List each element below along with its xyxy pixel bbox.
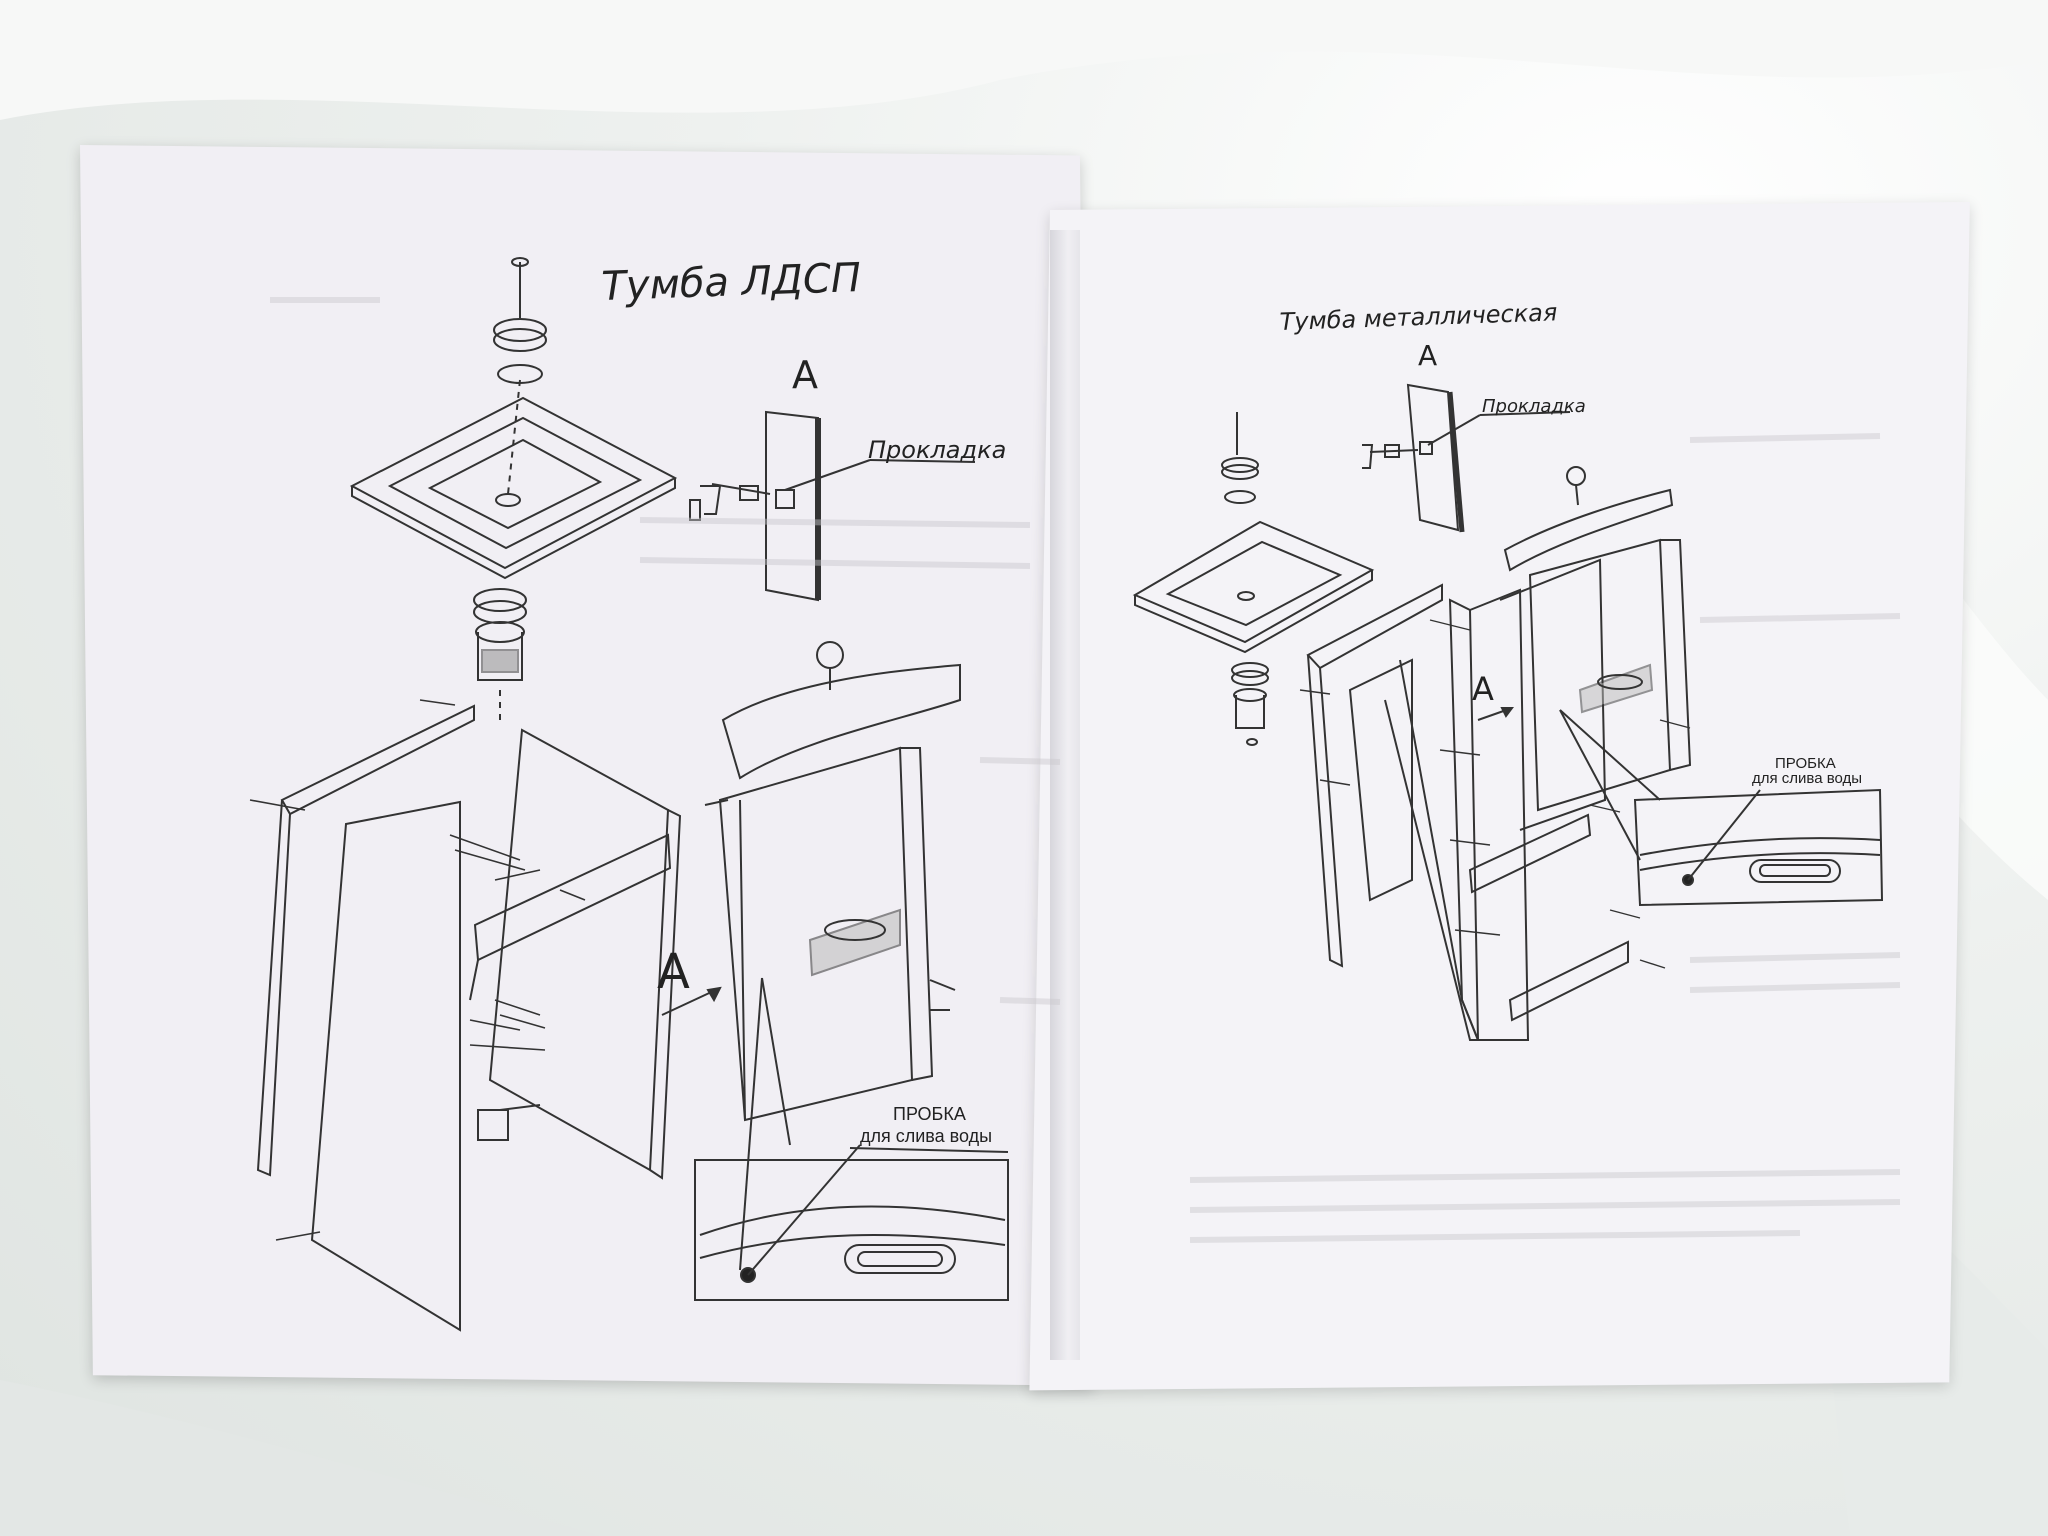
left-arrow-letter: А: [657, 944, 690, 1000]
left-arrow-a: А: [657, 944, 722, 1016]
right-detail-letter: А: [1418, 339, 1437, 372]
right-gasket-label: Прокладка: [1482, 396, 1586, 417]
drain-parts-top: [493, 257, 547, 384]
left-diagram: Тумба ЛДСП А: [249, 255, 1009, 1332]
metal-frame: [1306, 558, 1629, 1041]
right-door: [1503, 466, 1692, 812]
drain-siphon: [473, 588, 527, 720]
right-plug-subtitle: для слива воды: [1752, 770, 1862, 787]
right-plug-inset: ПРОБКА для слива воды: [1559, 709, 1884, 907]
right-plug-title: ПРОБКА: [1775, 755, 1836, 772]
cabinet-door: [704, 641, 961, 1122]
detail-a-faucet: А Прокладка: [689, 353, 1006, 602]
right-arrow-a: А: [1472, 670, 1514, 721]
right-screws: [1299, 619, 1691, 969]
booklet-spine: [1050, 230, 1080, 1360]
right-detail-a-faucet: Прокладка: [1362, 383, 1586, 533]
left-gasket-label: Прокладка: [868, 436, 1006, 464]
left-detail-letter: А: [792, 353, 818, 397]
right-title: Тумба металлическая: [1279, 298, 1558, 336]
cabinet-panels: [256, 704, 682, 1332]
left-plug-subtitle: для слива воды: [860, 1126, 992, 1146]
faint-text-lines: [270, 297, 1901, 1243]
right-diagram: Тумба металлическая А Прокладка: [1132, 298, 1884, 1041]
left-plug-title: ПРОБКА: [893, 1104, 966, 1124]
left-title: Тумба ЛДСП: [601, 255, 862, 310]
right-drain-siphon: [1231, 662, 1269, 746]
sink-bowl: [349, 379, 678, 580]
left-plug-inset: ПРОБКА для слива воды: [694, 977, 1009, 1301]
hinges-and-screws: [249, 699, 586, 1241]
right-drain-parts: [1221, 412, 1259, 504]
right-arrow-letter: А: [1472, 670, 1494, 708]
right-sink-bowl: [1132, 520, 1375, 654]
